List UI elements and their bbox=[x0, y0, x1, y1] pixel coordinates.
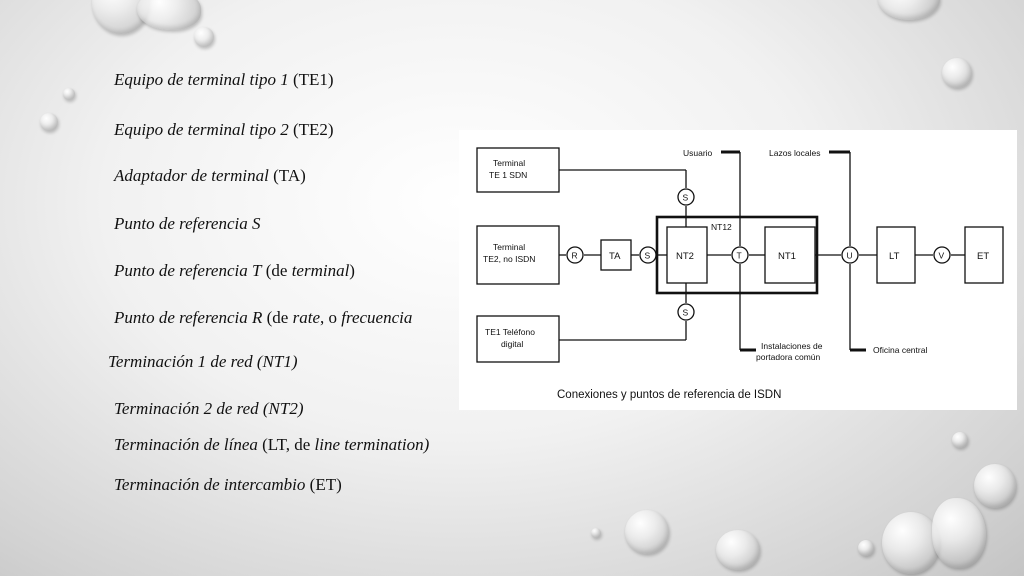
water-drop-decoration bbox=[625, 510, 669, 554]
isdn-diagram-svg: Terminal TE 1 SDN Terminal TE2, no ISDN … bbox=[476, 147, 1004, 401]
term-nt1: Terminación 1 de red (NT1) bbox=[108, 352, 298, 371]
water-drop-decoration bbox=[932, 498, 986, 568]
water-drop-decoration bbox=[858, 540, 874, 556]
term-ref-t: Punto de referencia T (de terminal) bbox=[114, 261, 355, 280]
terminal-te2-label-2: TE2, no ISDN bbox=[483, 254, 535, 264]
ref-v-label: V bbox=[939, 251, 945, 261]
water-drop-decoration bbox=[716, 530, 760, 570]
water-drop-decoration bbox=[137, 0, 201, 30]
term-te2: Equipo de terminal tipo 2 (TE2) bbox=[114, 120, 334, 139]
water-drop-decoration bbox=[942, 58, 972, 88]
nt12-label: NT12 bbox=[711, 222, 732, 232]
water-drop-decoration bbox=[591, 528, 601, 538]
lazos-locales-label: Lazos locales bbox=[769, 148, 821, 158]
ref-t-label: T bbox=[737, 251, 742, 261]
water-drop-decoration bbox=[878, 0, 940, 20]
diagram-caption: Conexiones y puntos de referencia de ISD… bbox=[557, 389, 781, 401]
nt1-label: NT1 bbox=[778, 251, 796, 262]
water-drop-decoration bbox=[40, 113, 58, 131]
ref-s-label: S bbox=[683, 308, 689, 318]
lt-label: LT bbox=[889, 251, 900, 262]
et-label: ET bbox=[977, 251, 989, 262]
ref-r-label: R bbox=[572, 251, 578, 261]
water-drop-decoration bbox=[974, 464, 1016, 508]
isdn-diagram: Terminal TE 1 SDN Terminal TE2, no ISDN … bbox=[459, 130, 1017, 410]
term-ref-s: Punto de referencia S bbox=[114, 214, 261, 233]
instalaciones-label-2: portadora común bbox=[756, 352, 821, 362]
ref-u-label: U bbox=[847, 251, 853, 261]
water-drop-decoration bbox=[63, 88, 75, 100]
nt2-label: NT2 bbox=[676, 251, 694, 262]
terminal-te1-label-2: TE 1 SDN bbox=[489, 170, 527, 180]
terminal-te1-label-1: Terminal bbox=[493, 158, 525, 168]
water-drop-decoration bbox=[952, 432, 968, 448]
water-drop-decoration bbox=[882, 512, 940, 574]
term-nt2: Terminación 2 de red (NT2) bbox=[114, 399, 304, 418]
phone-label-1: TE1 Teléfono bbox=[485, 327, 535, 337]
terminal-te2-label-1: Terminal bbox=[493, 242, 525, 252]
oficina-central-label: Oficina central bbox=[873, 345, 927, 355]
phone-label-2: digital bbox=[501, 339, 523, 349]
term-lt: Terminación de línea (LT, de line termin… bbox=[114, 435, 430, 454]
ref-s-label: S bbox=[683, 193, 689, 203]
water-drop-decoration bbox=[194, 27, 214, 47]
ref-s-label: S bbox=[645, 251, 651, 261]
term-et: Terminación de intercambio (ET) bbox=[114, 475, 342, 494]
term-te1: Equipo de terminal tipo 1 (TE1) bbox=[114, 70, 334, 89]
instalaciones-label-1: Instalaciones de bbox=[761, 341, 823, 351]
ta-label: TA bbox=[609, 251, 621, 262]
term-ref-r: Punto de referencia R (de rate, o frecue… bbox=[114, 308, 413, 327]
usuario-label: Usuario bbox=[683, 148, 713, 158]
term-ta: Adaptador de terminal (TA) bbox=[114, 166, 306, 185]
